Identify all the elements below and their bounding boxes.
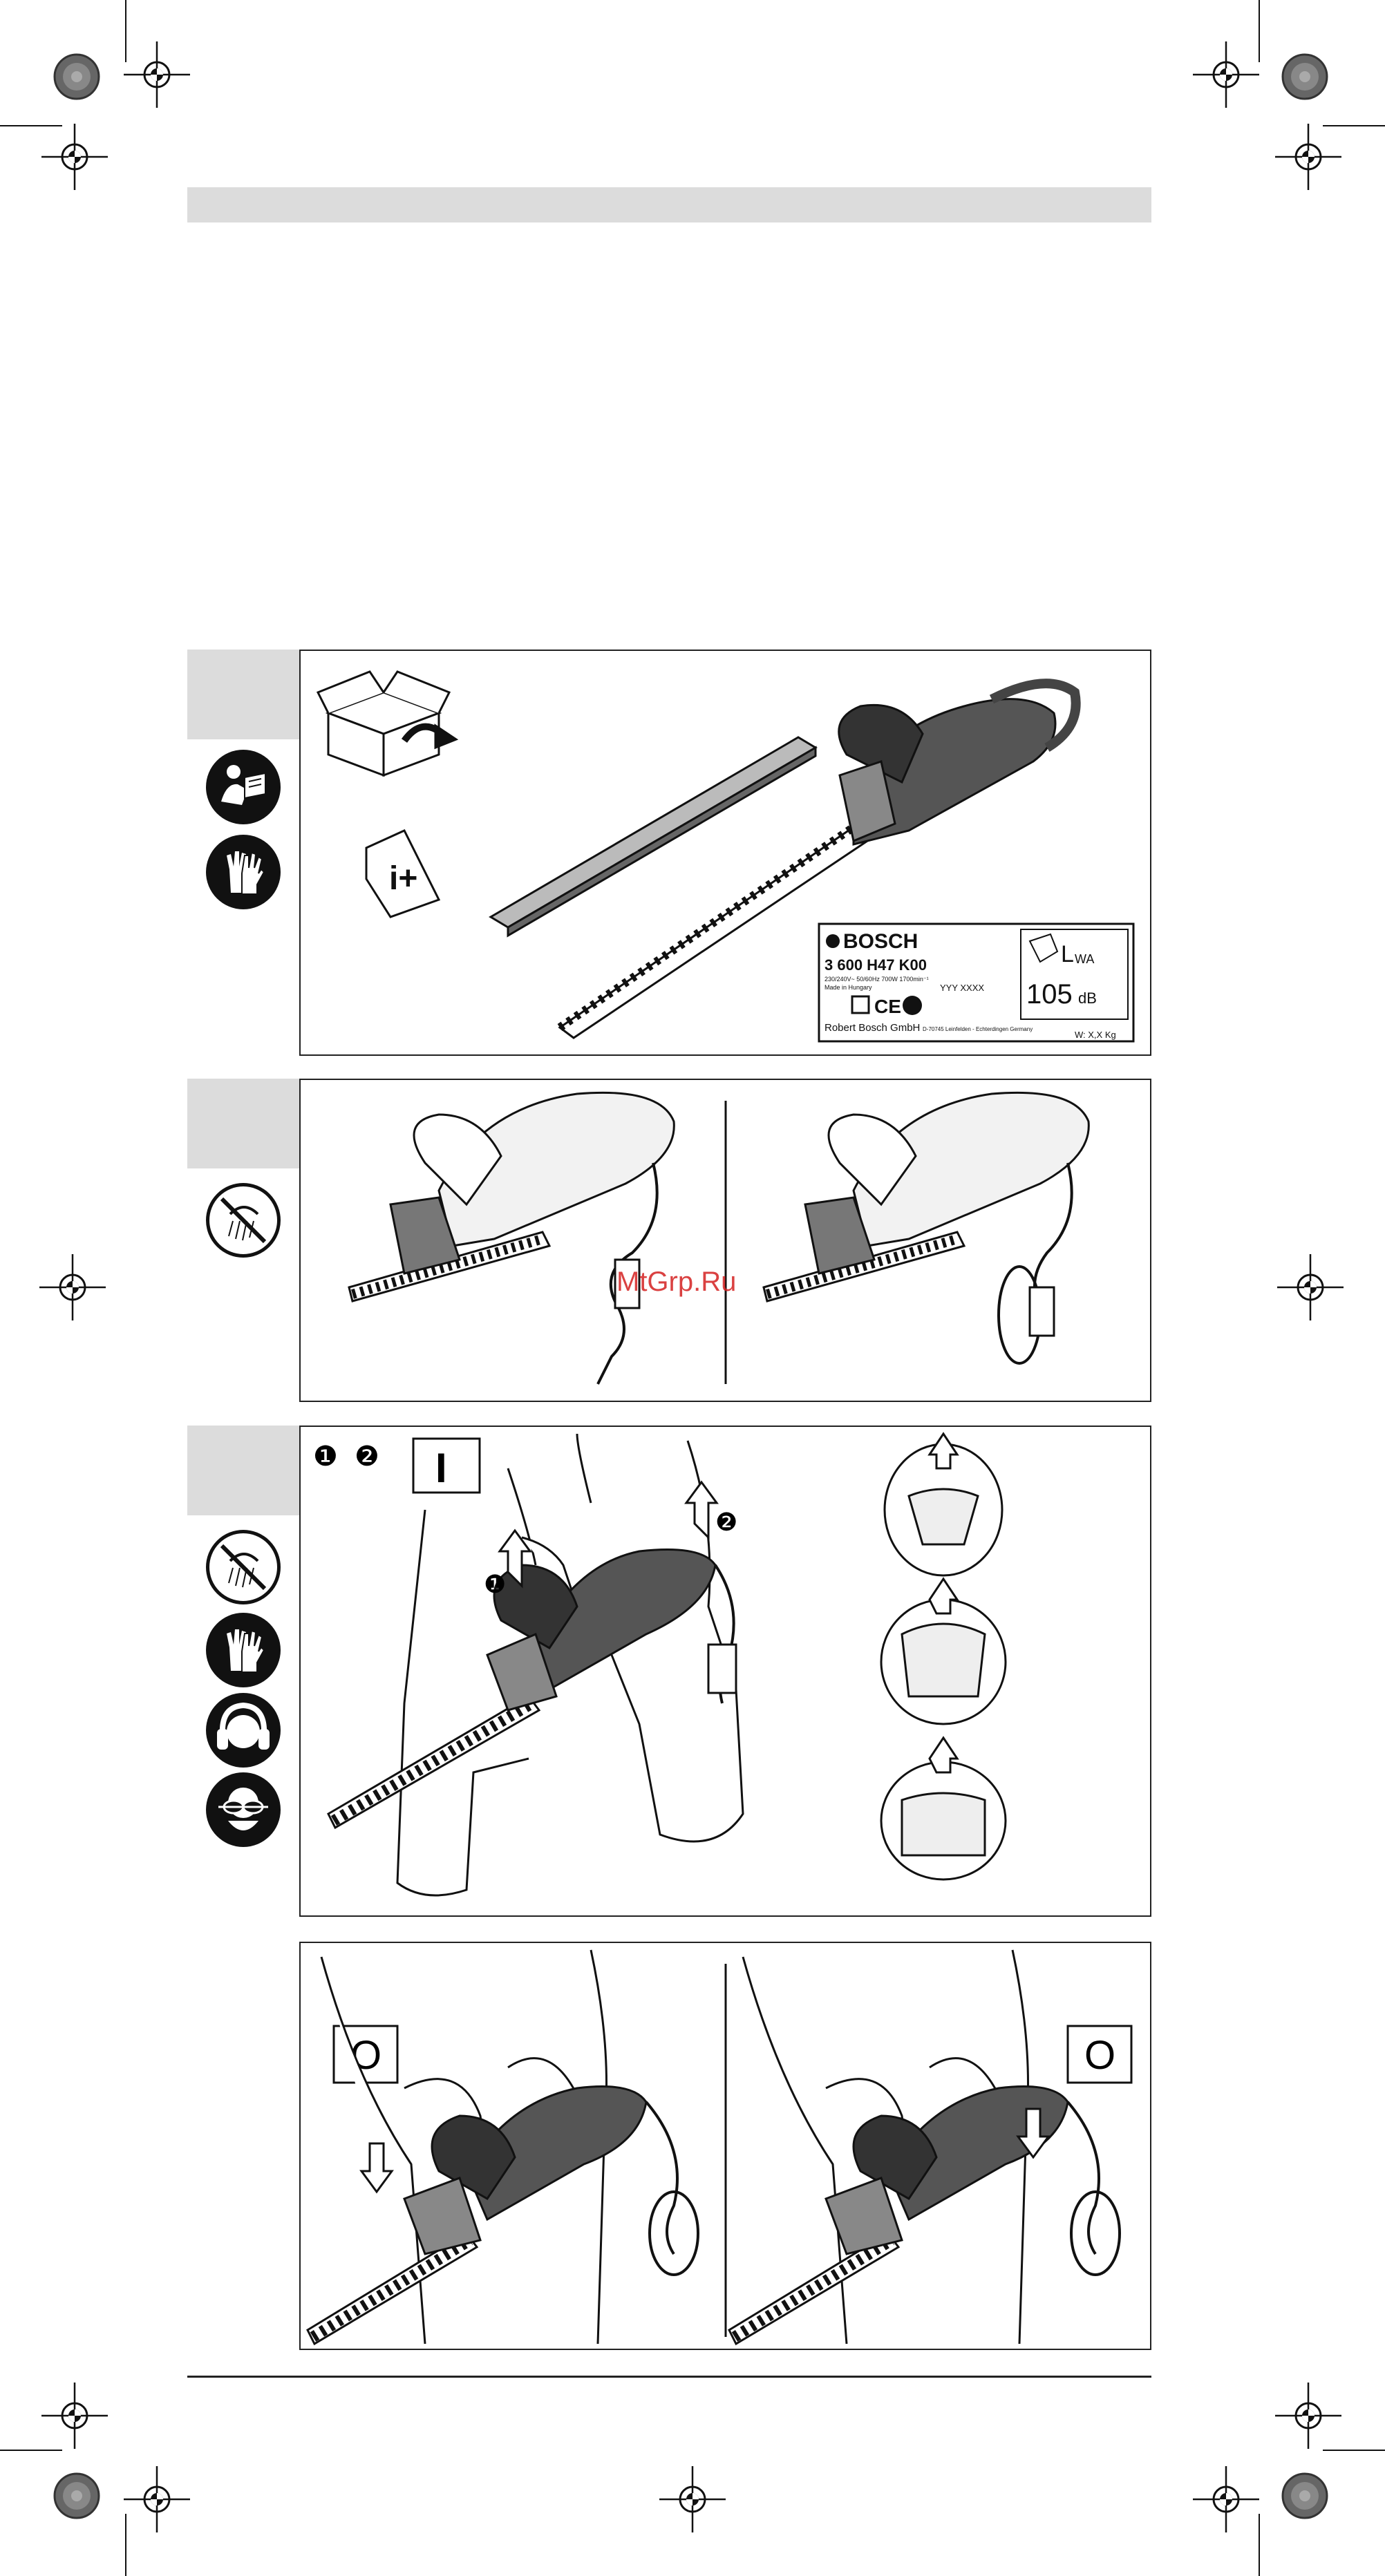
- sound-unit: dB: [1078, 989, 1097, 1007]
- lwa-sub-label: WA: [1075, 952, 1094, 966]
- gloves-icon: [206, 835, 281, 909]
- weight-label: W: X,X Kg: [1075, 1030, 1116, 1040]
- no-rain-icon: [206, 1183, 281, 1258]
- lwa-label: L: [1061, 941, 1074, 967]
- switching-on-illustration: ❶ ❷ I ❶ ❷: [301, 1427, 1150, 1915]
- panel2-tab: [187, 1079, 299, 1168]
- switch-off-symbol-right: O: [1084, 2033, 1115, 2078]
- scope-illustration: i+ BOSCH 3 600 H47 K00 230/240V~ 50/60Hz…: [301, 651, 1150, 1054]
- svg-text:i+: i+: [389, 860, 417, 897]
- made-in-label: Made in Hungary: [825, 984, 872, 991]
- gloves-icon: [206, 1613, 281, 1687]
- trimmer-left-icon: [349, 1092, 674, 1384]
- panel1-tab: [187, 650, 299, 739]
- step-2-label: ❷: [355, 1441, 379, 1472]
- panel-scope-of-delivery: i+ BOSCH 3 600 H47 K00 230/240V~ 50/60Hz…: [299, 650, 1151, 1056]
- box-icon: [318, 672, 456, 775]
- hedge-trimmer-icon: [308, 2087, 698, 2345]
- date-code-label: YYY XXXX: [940, 983, 984, 993]
- specs-label: 230/240V~ 50/60Hz 700W 1700min⁻¹: [825, 976, 929, 983]
- watermark: MtGrp.Ru: [616, 1267, 736, 1298]
- manufacturer-label: Robert Bosch GmbH: [825, 1022, 920, 1034]
- switching-off-illustration: O O: [301, 1943, 1150, 2349]
- panel-cable-strain-relief: MtGrp.Ru: [299, 1079, 1151, 1402]
- header-bar: [187, 187, 1151, 222]
- address-label: D-70745 Leinfelden - Echterdingen German…: [923, 1026, 1033, 1032]
- footer-rule: [187, 2376, 1151, 2378]
- arrow-1-label: ❶: [484, 1570, 506, 1598]
- no-rain-icon: [206, 1530, 281, 1604]
- brand-label: BOSCH: [843, 930, 918, 953]
- trimmer-right-icon: [764, 1092, 1089, 1363]
- eye-protection-icon: [206, 1772, 281, 1847]
- panel-switching-on: ❶ ❷ I ❶ ❷: [299, 1426, 1151, 1917]
- panel-switching-off: O O: [299, 1942, 1151, 2350]
- read-manual-icon: [206, 750, 281, 824]
- step-1-label: ❶: [313, 1441, 338, 1472]
- panel3-tab: [187, 1426, 299, 1515]
- model-label: 3 600 H47 K00: [825, 956, 927, 974]
- strain-relief-illustration: [301, 1080, 1150, 1401]
- info-leaflet-icon: i+: [366, 831, 439, 917]
- switch-on-symbol: I: [435, 1445, 447, 1491]
- hedge-trimmer-icon: [729, 2087, 1120, 2345]
- handle-position-icon: [881, 1434, 1006, 1879]
- ce-mark: CE: [874, 996, 901, 1017]
- sound-value: 105: [1026, 979, 1073, 1010]
- arrow-2-label: ❷: [715, 1508, 737, 1536]
- ear-protection-icon: [206, 1693, 281, 1768]
